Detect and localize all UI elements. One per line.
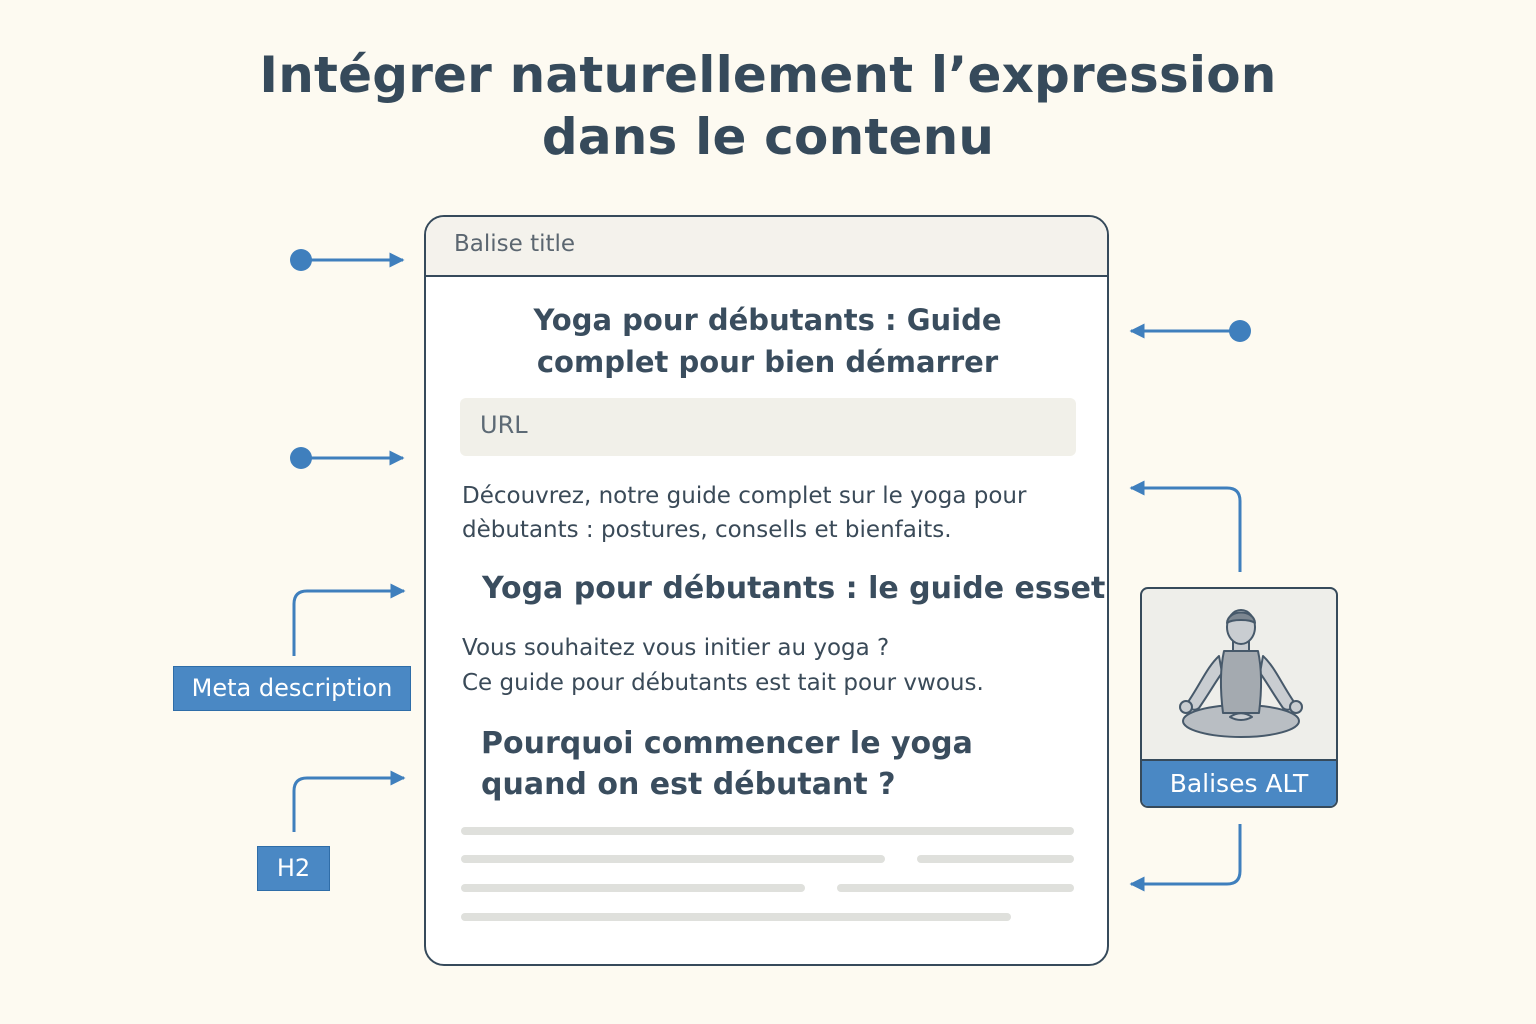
placeholder-line — [461, 855, 885, 863]
placeholder-line — [917, 855, 1074, 863]
h2-line-1: Pourquoi commencer le yoga — [481, 726, 973, 761]
arrow-alt-to-content — [1129, 824, 1242, 892]
page-mockup: Balise title Yoga pour débutants : Guide… — [424, 215, 1109, 966]
alt-tags-label: Balises ALT — [1142, 759, 1336, 806]
placeholder-line — [461, 827, 1074, 835]
intro-line-2: Ce guide pour débutants est tait pour vw… — [462, 670, 984, 696]
url-bar: URL — [460, 398, 1076, 456]
placeholder-line — [461, 884, 805, 892]
h2-line-2: quand on est débutant ? — [481, 767, 896, 802]
meta-description-label: Meta description — [173, 666, 411, 711]
placeholder-line — [461, 913, 1011, 921]
title-bar: Balise title — [426, 217, 1107, 277]
arrow-url — [290, 447, 405, 469]
diagram-title-line-2: dans le contenu — [541, 108, 995, 166]
meta-description-text: Découvrez, notre guide complet sur le yo… — [462, 479, 1082, 547]
intro-paragraph: Vous souhaitez vous initier au yoga ? Ce… — [462, 631, 1082, 701]
meta-description-line-1: Découvrez, notre guide complet sur le yo… — [462, 483, 1027, 509]
arrow-meta-description — [292, 583, 406, 656]
page-title-line-1: Yoga pour débutants : Guide — [533, 303, 1002, 337]
page-title: Yoga pour débutants : Guide complet pour… — [466, 299, 1069, 383]
intro-line-1: Vous souhaitez vous initier au yoga ? — [462, 635, 890, 661]
h2-heading: Pourquoi commencer le yoga quand on est … — [481, 723, 981, 805]
meta-description-line-2: dèbutants : postures, consells et bienfa… — [462, 517, 952, 543]
arrow-title-bar — [290, 249, 405, 271]
arrow-alt-to-meta — [1129, 480, 1242, 572]
diagram-title: Intégrer naturellement l’expression dans… — [0, 44, 1536, 168]
h2-label: H2 — [257, 846, 330, 891]
image-card: Balises ALT — [1140, 587, 1338, 808]
meditation-figure-icon — [1179, 609, 1303, 738]
diagram-title-line-1: Intégrer naturellement l’expression — [259, 46, 1277, 104]
url-label: URL — [480, 411, 528, 439]
page-title-line-2: complet pour bien démarrer — [536, 345, 999, 379]
placeholder-line — [837, 884, 1074, 892]
title-tag-label: Balise title — [454, 231, 576, 257]
arrow-page-title — [1129, 320, 1251, 342]
h1-heading: Yoga pour débutants : le guide essetiel — [482, 571, 1109, 606]
arrow-h2 — [292, 770, 406, 832]
